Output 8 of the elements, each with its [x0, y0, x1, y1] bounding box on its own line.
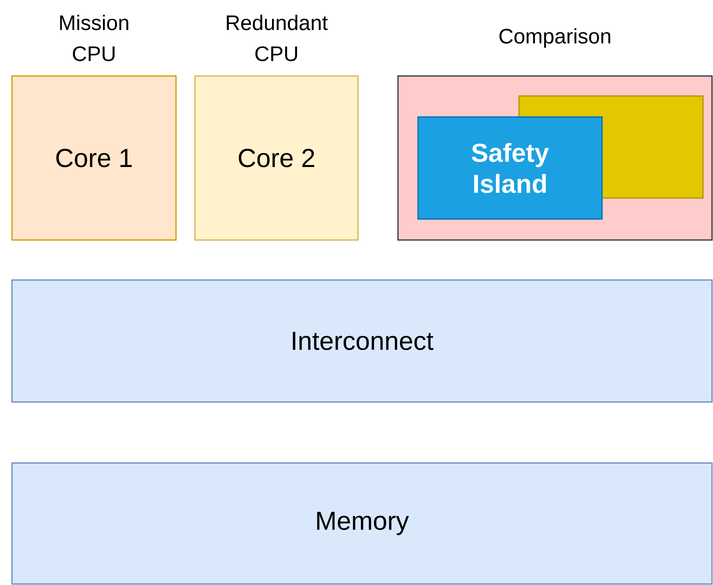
core-box: Core 2 — [194, 75, 359, 241]
memory-box: Memory — [11, 462, 713, 585]
interconnect-box: Interconnect — [11, 279, 713, 403]
heading: Comparison — [499, 28, 610, 48]
heading: Redundant CPU — [226, 14, 328, 62]
core-box: Core 1 — [11, 75, 177, 241]
heading: Mission CPU — [60, 14, 128, 62]
safety-island-box: Safety Island — [417, 116, 603, 220]
